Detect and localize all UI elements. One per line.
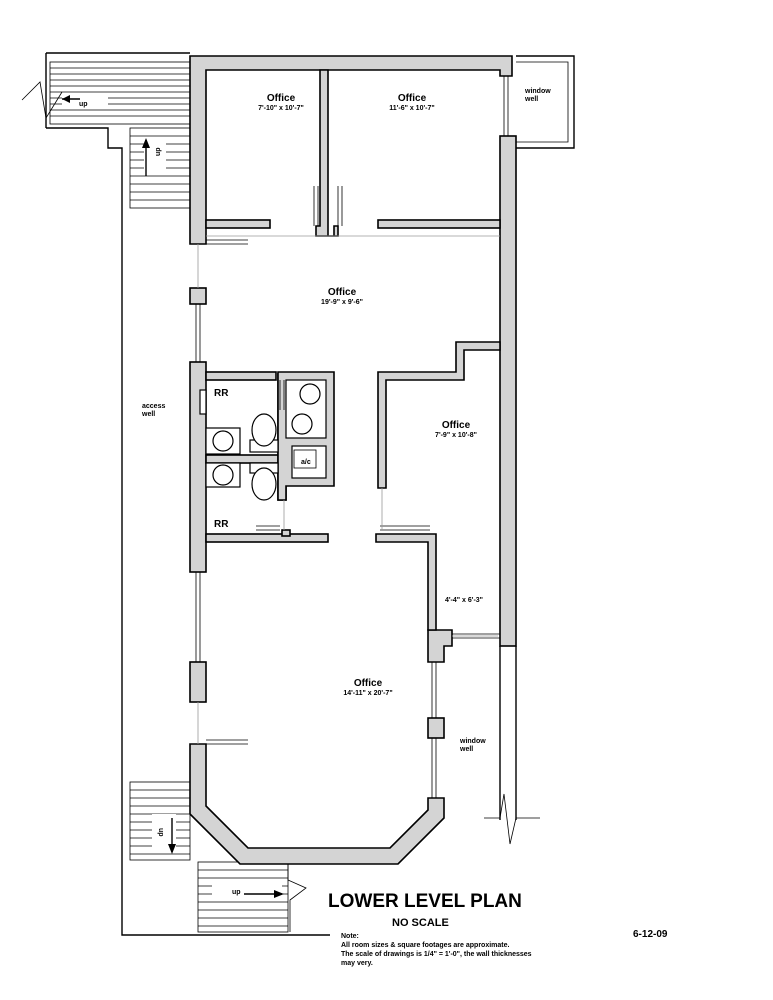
office-south-dims: 14'-11" x 20'-7"	[343, 690, 392, 697]
plan-date: 6-12-09	[633, 929, 668, 940]
note-line-1: All room sizes & square footages are app…	[341, 942, 509, 949]
glazing-lines	[195, 186, 500, 798]
office-ne-dims: 11'-6" x 10'-7"	[389, 105, 434, 112]
restroom-lower-label: RR	[214, 519, 229, 530]
office-east-dims: 7'-9" x 10'-8"	[435, 432, 477, 439]
window-well-top-line-2: well	[524, 96, 538, 103]
fixtures	[205, 383, 321, 501]
window-well-bottom-line-2: well	[459, 746, 473, 753]
note-line-3: may very.	[341, 960, 373, 967]
note-line-2: The scale of drawings is 1/4" = 1'-0", t…	[341, 951, 532, 958]
stair-up-label-3: up	[157, 828, 164, 837]
window-well-top	[503, 55, 575, 149]
window-well-bottom	[484, 646, 540, 845]
scale-label: NO SCALE	[392, 917, 449, 929]
stair-up-label-4: up	[232, 889, 241, 896]
stair-top-left	[21, 61, 191, 125]
access-well-line-1: access	[142, 403, 165, 410]
note-heading: Note:	[341, 933, 359, 940]
office-south-name: Office	[354, 678, 383, 689]
access-well-line-2: well	[141, 411, 155, 418]
stair-up-label-2: up	[155, 147, 162, 156]
office-nw-dims: 7'-10" x 10'-7"	[258, 105, 304, 112]
stair-bottom	[197, 861, 307, 933]
access-corridor-outline	[45, 52, 330, 936]
stair-up-label-1: up	[79, 101, 88, 108]
restroom-upper-label: RR	[214, 388, 229, 399]
closet-dims: 4'-4" x 6'-3"	[445, 597, 483, 604]
stair-upper-left	[129, 127, 191, 209]
office-ne-name: Office	[398, 93, 427, 104]
office-nw-name: Office	[267, 93, 296, 104]
office-center-dims: 19'-9" x 9'-6"	[321, 299, 363, 306]
office-center-name: Office	[328, 287, 357, 298]
plan-title: LOWER LEVEL PLAN	[328, 891, 522, 912]
window-well-bottom-line-1: window	[459, 738, 486, 745]
interior-walls	[205, 69, 501, 631]
window-well-top-line-1: window	[524, 88, 551, 95]
ac-label: a/c	[301, 459, 311, 466]
stair-lower-left	[129, 781, 191, 861]
office-east-name: Office	[442, 420, 471, 431]
